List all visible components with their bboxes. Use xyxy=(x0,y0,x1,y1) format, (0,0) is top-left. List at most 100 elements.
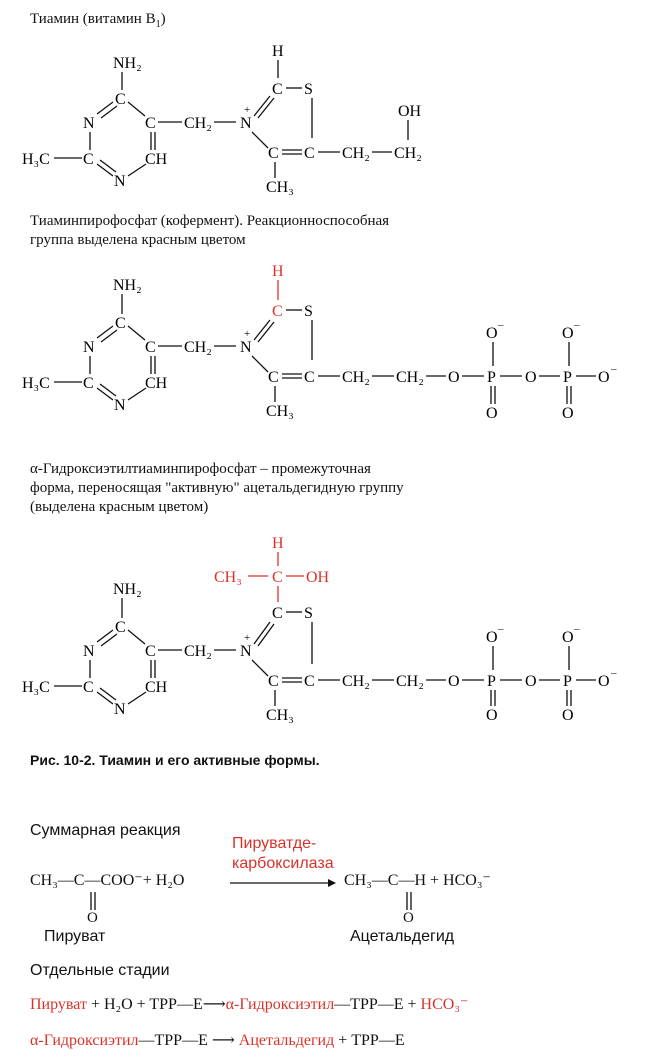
atom-p: P xyxy=(563,369,572,386)
atom-o-minus: O xyxy=(598,369,610,386)
atom-n: N xyxy=(114,397,126,414)
atom-plus: + xyxy=(244,104,250,116)
atom-n: N xyxy=(83,339,95,356)
atom-c: C xyxy=(83,375,94,392)
figure-caption: Рис. 10-2. Тиамин и его активные формы. xyxy=(30,752,320,768)
atom-o: O xyxy=(448,673,460,690)
atom-c: C xyxy=(268,145,279,162)
title-thiamine-text: Тиамин (витамин B xyxy=(30,11,156,27)
step2-hydroxyethyl: α-Гидроксиэтил xyxy=(30,1032,139,1049)
step2: α-Гидроксиэтил—TPP—E ⟶ Ацетальдегид + TP… xyxy=(30,1030,405,1050)
atom-h3c: H₃C xyxy=(22,151,50,168)
oxygen-left: O xyxy=(87,910,98,926)
atom-plus: + xyxy=(244,632,250,644)
atom-c: C xyxy=(145,643,156,660)
atom-o: O xyxy=(525,369,537,386)
atom-nh2: NH₂ xyxy=(113,581,142,598)
atom-c: C xyxy=(304,369,315,386)
atom-n-plus: N xyxy=(240,339,252,356)
atom-nh2: NH₂ xyxy=(113,55,142,72)
atom-c: C xyxy=(272,81,283,98)
thiamine-structure: NH₂ C N C CH₂ N + C CH H₃C N H C S C xyxy=(22,43,422,196)
atom-n: N xyxy=(83,643,95,660)
atom-h-red: H xyxy=(272,535,284,552)
step2-acetaldehyde: Ацетальдегид xyxy=(238,1032,335,1049)
atom-o-minus: O xyxy=(486,629,498,646)
atom-c: C xyxy=(145,339,156,356)
step1-bicarbonate: HCO₃⁻ xyxy=(420,996,469,1013)
step1-reagents: + H₂O + TPP—E xyxy=(90,996,203,1013)
title-tpp-line1: Тиаминпирофосфат (кофермент). Реакционно… xyxy=(30,213,390,229)
atom-c: C xyxy=(304,145,315,162)
step1: Пируват + H₂O + TPP—E⟶α-Гидроксиэтил—TPP… xyxy=(30,994,468,1014)
atom-n-plus: N xyxy=(240,115,252,132)
atom-o: O xyxy=(525,673,537,690)
atom-c: C xyxy=(115,91,126,108)
atom-c: C xyxy=(272,605,283,622)
atom-ch: CH xyxy=(145,679,168,696)
atom-h3c: H₃C xyxy=(22,679,50,696)
atom-ch3: CH₃ xyxy=(266,179,294,196)
atom-minus: – xyxy=(610,667,617,679)
atom-c-red: C xyxy=(272,569,283,586)
name-acetaldehyde: Ацетальдегид xyxy=(350,928,455,945)
atom-minus: – xyxy=(610,363,617,375)
atom-plus: + xyxy=(244,328,250,340)
atom-c: C xyxy=(115,619,126,636)
atom-minus: – xyxy=(497,319,504,331)
atom-o: O xyxy=(486,707,498,724)
atom-n: N xyxy=(83,115,95,132)
title-tpp-line2: группа выделена красным цветом xyxy=(30,232,246,248)
atom-o: O xyxy=(562,405,574,422)
atom-minus: – xyxy=(573,319,580,331)
atom-ch2: CH₂ xyxy=(394,145,422,162)
atom-ch: CH xyxy=(145,151,168,168)
atom-s: S xyxy=(304,303,313,320)
atom-oh-red: OH xyxy=(306,569,330,586)
step1-hydroxyethyl: α-Гидроксиэтил xyxy=(225,996,335,1013)
enzyme-label-line2: карбоксилаза xyxy=(232,855,334,872)
atom-c: C xyxy=(268,673,279,690)
atom-h-reactive: H xyxy=(272,263,284,280)
atom-o-minus: O xyxy=(562,325,574,342)
enzyme-label-line1: Пируватде- xyxy=(232,835,317,852)
atom-nh2: NH₂ xyxy=(113,277,142,294)
atom-p: P xyxy=(487,673,496,690)
enzyme-label: Пируватде- карбоксилаза xyxy=(232,834,334,874)
atom-minus: – xyxy=(573,623,580,635)
name-pyruvate: Пируват xyxy=(44,928,106,945)
atom-ch2: CH₂ xyxy=(396,673,424,690)
atom-minus: – xyxy=(497,623,504,635)
title-thiamine-sub: 1 xyxy=(155,19,161,30)
atom-o-minus: O xyxy=(486,325,498,342)
atom-oh: OH xyxy=(398,103,422,120)
atom-h3c: H₃C xyxy=(22,375,50,392)
atom-ch2: CH₂ xyxy=(342,145,370,162)
double-bond-right xyxy=(406,892,412,910)
atom-p: P xyxy=(487,369,496,386)
atom-n: N xyxy=(114,173,126,190)
atom-c: C xyxy=(83,151,94,168)
double-bond-left xyxy=(90,892,96,910)
step1-tpp: —TPP—E + xyxy=(334,996,417,1013)
atom-o: O xyxy=(562,707,574,724)
tpp-structure: NH₂ C N C CH₂ N + C CH H₃C N H C S C xyxy=(22,263,617,422)
step2-tpp: —TPP—E xyxy=(138,1032,208,1049)
step2-arrow: ⟶ xyxy=(211,1032,235,1049)
title-tpp: Тиаминпирофосфат (кофермент). Реакционно… xyxy=(30,212,389,250)
atom-ch3: CH₃ xyxy=(266,403,294,420)
title-hydroxyethyl-line3: (выделена красным цветом) xyxy=(30,499,209,515)
atom-o-minus: O xyxy=(562,629,574,646)
step1-arrow: ⟶ xyxy=(202,996,226,1013)
atom-p: P xyxy=(563,673,572,690)
reaction-left: CH₃—C—COO⁻+ H₂O xyxy=(30,872,185,889)
title-hydroxyethyl-line2: форма, переносящая "активную" ацетальдег… xyxy=(30,480,404,496)
oxygen-right: O xyxy=(403,910,414,926)
atom-o-minus: O xyxy=(598,673,610,690)
atom-c: C xyxy=(115,315,126,332)
atom-n: N xyxy=(114,701,126,718)
atom-ch: CH xyxy=(145,375,168,392)
atom-ch3-red: CH₃ xyxy=(214,569,242,586)
atom-s: S xyxy=(304,81,313,98)
atom-ch3: CH₃ xyxy=(266,707,294,724)
